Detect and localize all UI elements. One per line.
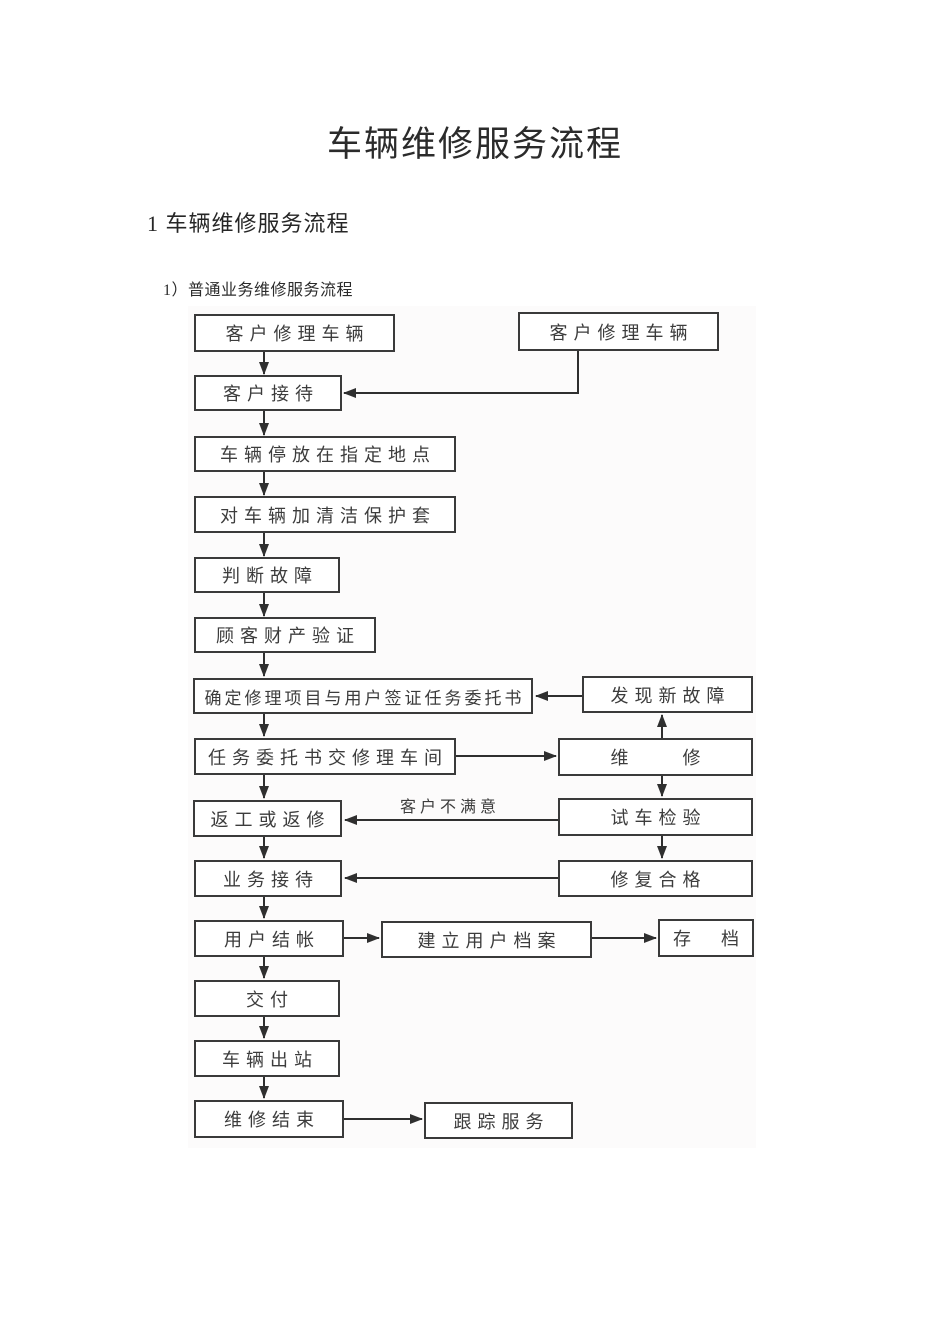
flow-node-customer-reception: 客户接待 [194, 375, 342, 411]
flow-node-judge-fault: 判断故障 [194, 557, 340, 593]
flow-node-park-vehicle: 车辆停放在指定地点 [194, 436, 456, 472]
flow-node-rework: 返工或返修 [193, 800, 342, 837]
flow-node-new-fault-found: 发现新故障 [582, 676, 753, 713]
flow-node-property-verify: 顾客财产验证 [194, 617, 376, 653]
flow-node-business-reception: 业务接待 [194, 860, 342, 897]
flow-node-delivery: 交付 [194, 980, 340, 1017]
flow-node-repair-finished: 维修结束 [194, 1100, 344, 1138]
flow-edge-customer-repair-right-to-reception [343, 351, 579, 398]
flow-node-user-checkout: 用户结帐 [194, 920, 344, 957]
flowchart-image: 客户修理车辆客户修理车辆客户接待车辆停放在指定地点对车辆加清洁保护套判断故障顾客… [188, 306, 756, 1148]
flow-node-create-user-file: 建立用户档案 [381, 921, 592, 958]
flow-node-test-drive-inspection: 试车检验 [558, 798, 753, 836]
document-title: 车辆维修服务流程 [326, 125, 623, 164]
flow-node-follow-up-service: 跟踪服务 [424, 1102, 573, 1139]
flow-node-customer-repair-right: 客户修理车辆 [518, 312, 719, 351]
flowchart-connectors [259, 351, 667, 1124]
flow-node-dispatch-workshop: 任务委托书交修理车间 [194, 738, 456, 775]
flow-node-vehicle-exit: 车辆出站 [194, 1040, 340, 1077]
flow-node-repair: 维 修 [558, 738, 753, 776]
flow-node-protective-cover: 对车辆加清洁保护套 [194, 496, 456, 533]
edge-label-customer-dissatisfied: 客户不满意 [400, 799, 501, 816]
section-heading: 1 车辆维修服务流程 [147, 211, 350, 236]
flow-node-archive: 存 档 [658, 919, 754, 957]
subsection-heading: 1）普通业务维修服务流程 [163, 282, 354, 299]
flow-node-customer-repair-left: 客户修理车辆 [194, 314, 395, 352]
flow-node-confirm-repair-items: 确定修理项目与用户签证任务委托书 [193, 678, 533, 714]
flow-node-repair-qualified: 修复合格 [558, 860, 753, 897]
